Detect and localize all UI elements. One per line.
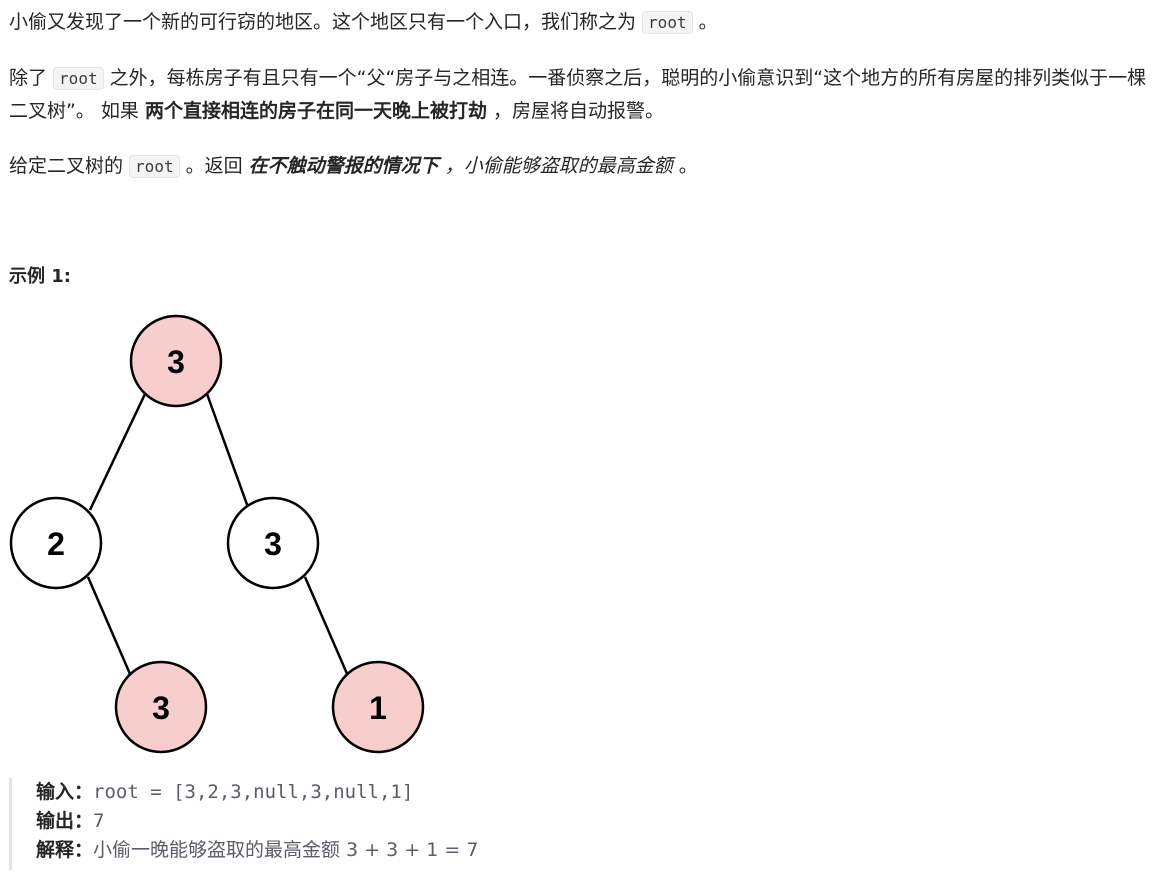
node-value: 3 [152,690,170,726]
output-label: 输出： [36,810,94,832]
output-value: 7 [93,810,105,832]
paragraph-text: 。返回 [179,155,249,177]
example-explain-line: 解释：小偷一晚能够盗取的最高金额 3 + 3 + 1 = 7 [36,836,709,865]
node-value: 3 [264,526,282,562]
paragraph-text: 除了 [9,67,54,89]
problem-paragraph-1: 小偷又发现了一个新的可行窃的地区。这个地区只有一个入口，我们称之为 root 。 [9,6,1149,39]
node-value: 1 [369,690,387,726]
example-output-line: 输出：7 [36,807,709,836]
node-circle [226,496,320,590]
tree-node-left-right: 3 [114,660,208,754]
edge-root-right [205,393,251,511]
input-value: root = [3,2,3,null,3,null,1] [93,781,414,803]
example-input-line: 输入：root = [3,2,3,null,3,null,1] [36,778,709,807]
problem-paragraph-3: 给定二叉树的 root 。返回 在不触动警报的情况下 ，小偷能够盗取的最高金额 … [9,150,1149,183]
paragraph-text: 。 [692,11,718,33]
node-circle [114,660,208,754]
tree-node-right-right: 1 [331,660,425,754]
paragraph-text: 小偷又发现了一个新的可行窃的地区。这个地区只有一个入口，我们称之为 [9,11,643,33]
binary-tree-svg: 3 2 3 3 1 [9,314,425,754]
paragraph-text: 。 [672,155,698,177]
node-value: 2 [47,526,65,562]
input-label: 输入： [36,781,94,803]
node-circle [9,496,103,590]
inline-code-root: root [642,11,693,34]
explain-label: 解释： [36,839,94,861]
bold-italic-condition: 在不触动警报的情况下 [248,155,439,177]
inline-code-root: root [129,155,180,178]
problem-paragraph-2: 除了 root 之外，每栋房子有且只有一个“父“房子与之相连。一番侦察之后，聪明… [9,62,1149,127]
node-value: 3 [167,344,185,380]
paragraph-text: 给定二叉树的 [9,155,130,177]
tree-node-right: 3 [226,496,320,590]
paragraph-text: 之外，每栋房子有且只有一个“父“房子与之相连。一番侦察之后，聪明的小偷意识到“这… [9,67,1147,122]
node-circle [129,314,223,408]
paragraph-text: ，房屋将自动报警。 [486,100,664,122]
italic-goal: 小偷能够盗取的最高金额 [463,155,673,177]
edge-right-rightright [303,576,350,677]
paragraph-text: ， [438,155,464,177]
tree-node-root: 3 [129,314,223,408]
tree-node-left: 2 [9,496,103,590]
example-io-block: 输入：root = [3,2,3,null,3,null,1] 输出：7 解释：… [9,778,709,870]
edge-root-left [88,393,147,511]
edge-left-leftright [86,576,132,675]
explain-value: 小偷一晚能够盗取的最高金额 3 + 3 + 1 = 7 [93,839,479,861]
bold-condition: 两个直接相连的房子在同一天晚上被打劫 [144,100,487,122]
example-title: 示例 1: [9,266,71,287]
node-circle [331,660,425,754]
inline-code-root: root [53,67,104,90]
binary-tree-diagram: 3 2 3 3 1 [0,300,440,765]
